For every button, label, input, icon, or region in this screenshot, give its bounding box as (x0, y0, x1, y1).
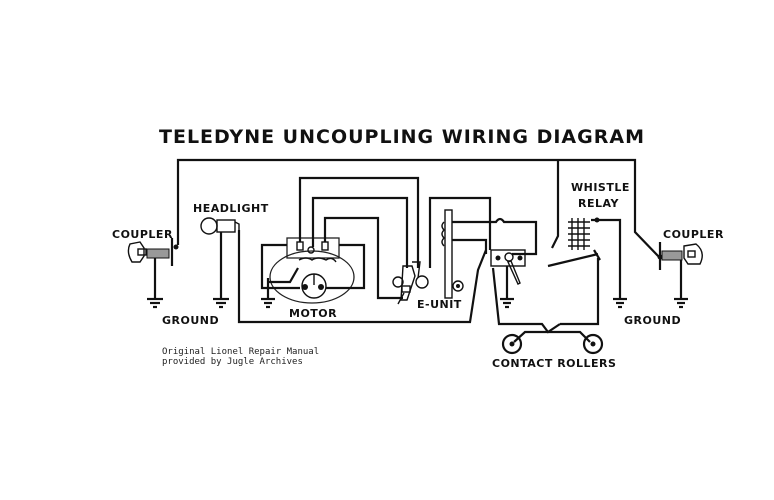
ground-icon (674, 297, 688, 309)
ground-icon (213, 297, 229, 309)
contact-rollers-label: CONTACT ROLLERS (492, 357, 616, 370)
whistle-relay-label-line2: RELAY (578, 197, 619, 210)
motor-label: MOTOR (289, 307, 337, 320)
motor-eunit-wire-inner (323, 216, 403, 300)
ground-right-label: GROUND (624, 314, 681, 327)
motor-ground-wire (266, 267, 299, 298)
top-wire (176, 158, 661, 259)
whistle-relay-label-line1: WHISTLE (571, 181, 630, 194)
ground-icon (147, 297, 163, 309)
ground-icon (500, 297, 514, 309)
credit-line-2: provided by Jugle Archives (162, 357, 303, 367)
headlight-bulb-icon (200, 217, 240, 235)
relay-contact-arm (547, 249, 601, 268)
coupler-right (657, 242, 703, 270)
diagram-title: TELEDYNE UNCOUPLING WIRING DIAGRAM (159, 126, 645, 148)
ground-icon (613, 297, 627, 309)
solenoid-wire (452, 238, 488, 254)
motor-eunit-wire-outer (298, 176, 420, 268)
e-unit-icon (392, 261, 429, 305)
roller-axle (513, 330, 591, 343)
relay-roller-wire (560, 258, 600, 326)
motor-field-wire (326, 243, 366, 290)
coupler-left (127, 238, 179, 266)
whistle-relay-coil-icon (568, 217, 600, 250)
solenoid-wire (452, 217, 538, 256)
coupler-right-label: COUPLER (663, 228, 724, 241)
contact-roller-icon (501, 333, 523, 355)
headlight-return-wire (237, 230, 488, 324)
ground-icon (261, 297, 275, 309)
whistle-feed-wire (551, 160, 560, 249)
relay-ground-wire (591, 218, 622, 298)
motor-eunit-wire-middle (311, 196, 409, 268)
eunit-feed-wire (428, 196, 492, 268)
contact-roller-icon (582, 333, 604, 355)
motor-icon (269, 237, 355, 304)
roller-feed-wire (491, 267, 561, 334)
motor-field-wire (260, 243, 300, 290)
coupler-left-label: COUPLER (112, 228, 173, 241)
e-unit-solenoid-icon (441, 209, 464, 299)
ground-left-label: GROUND (162, 314, 219, 327)
headlight-label: HEADLIGHT (193, 202, 269, 215)
credit-line-1: Original Lionel Repair Manual (162, 347, 319, 357)
e-unit-label: E-UNIT (417, 298, 462, 311)
